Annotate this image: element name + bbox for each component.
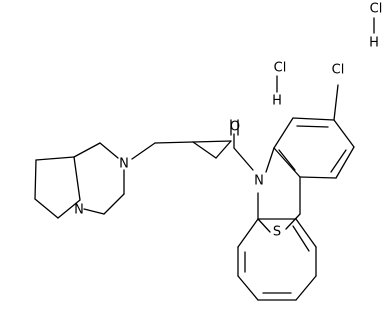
atom-h-salt-2: H [369, 36, 379, 51]
atom-cl-salt-1: Cl [274, 61, 287, 76]
bond [295, 275, 317, 301]
atom-n-bridgehead: N [74, 203, 84, 218]
atom-cl-salt-2: Cl [370, 2, 383, 17]
atom-s: S [273, 225, 281, 240]
atom-labels: N N O N S Cl Cl H Cl H [74, 2, 382, 240]
bond [292, 117, 335, 121]
atom-h-salt-1: H [272, 94, 282, 109]
bond [295, 218, 317, 248]
bond [273, 117, 294, 149]
bond [73, 156, 81, 201]
bond [83, 208, 105, 215]
bond [333, 119, 355, 148]
atom-cl-ring: Cl [332, 63, 345, 78]
atom-n-amide: N [254, 174, 264, 189]
bond [154, 141, 194, 144]
bond [57, 199, 81, 219]
bond [335, 146, 355, 179]
bond [278, 149, 296, 171]
bond [330, 149, 347, 173]
bond [215, 140, 232, 159]
bond [192, 140, 232, 143]
atom-o-carbonyl: O [230, 120, 240, 135]
bond [34, 159, 37, 200]
bond [192, 141, 217, 159]
bond [273, 147, 301, 178]
bond [103, 193, 125, 215]
bond [131, 142, 156, 160]
bond [285, 213, 301, 230]
bond [233, 147, 254, 171]
bond [265, 147, 275, 173]
bond [299, 176, 337, 179]
bond [99, 142, 119, 159]
bond [257, 218, 271, 233]
atom-n-piperazine: N [119, 157, 129, 172]
bond [237, 218, 259, 248]
bond [73, 142, 101, 158]
bonds [34, 17, 375, 301]
bond [35, 156, 75, 161]
bond [237, 275, 259, 301]
bond [292, 225, 310, 252]
bond [333, 84, 339, 121]
bond [296, 125, 329, 128]
bond [34, 198, 59, 219]
